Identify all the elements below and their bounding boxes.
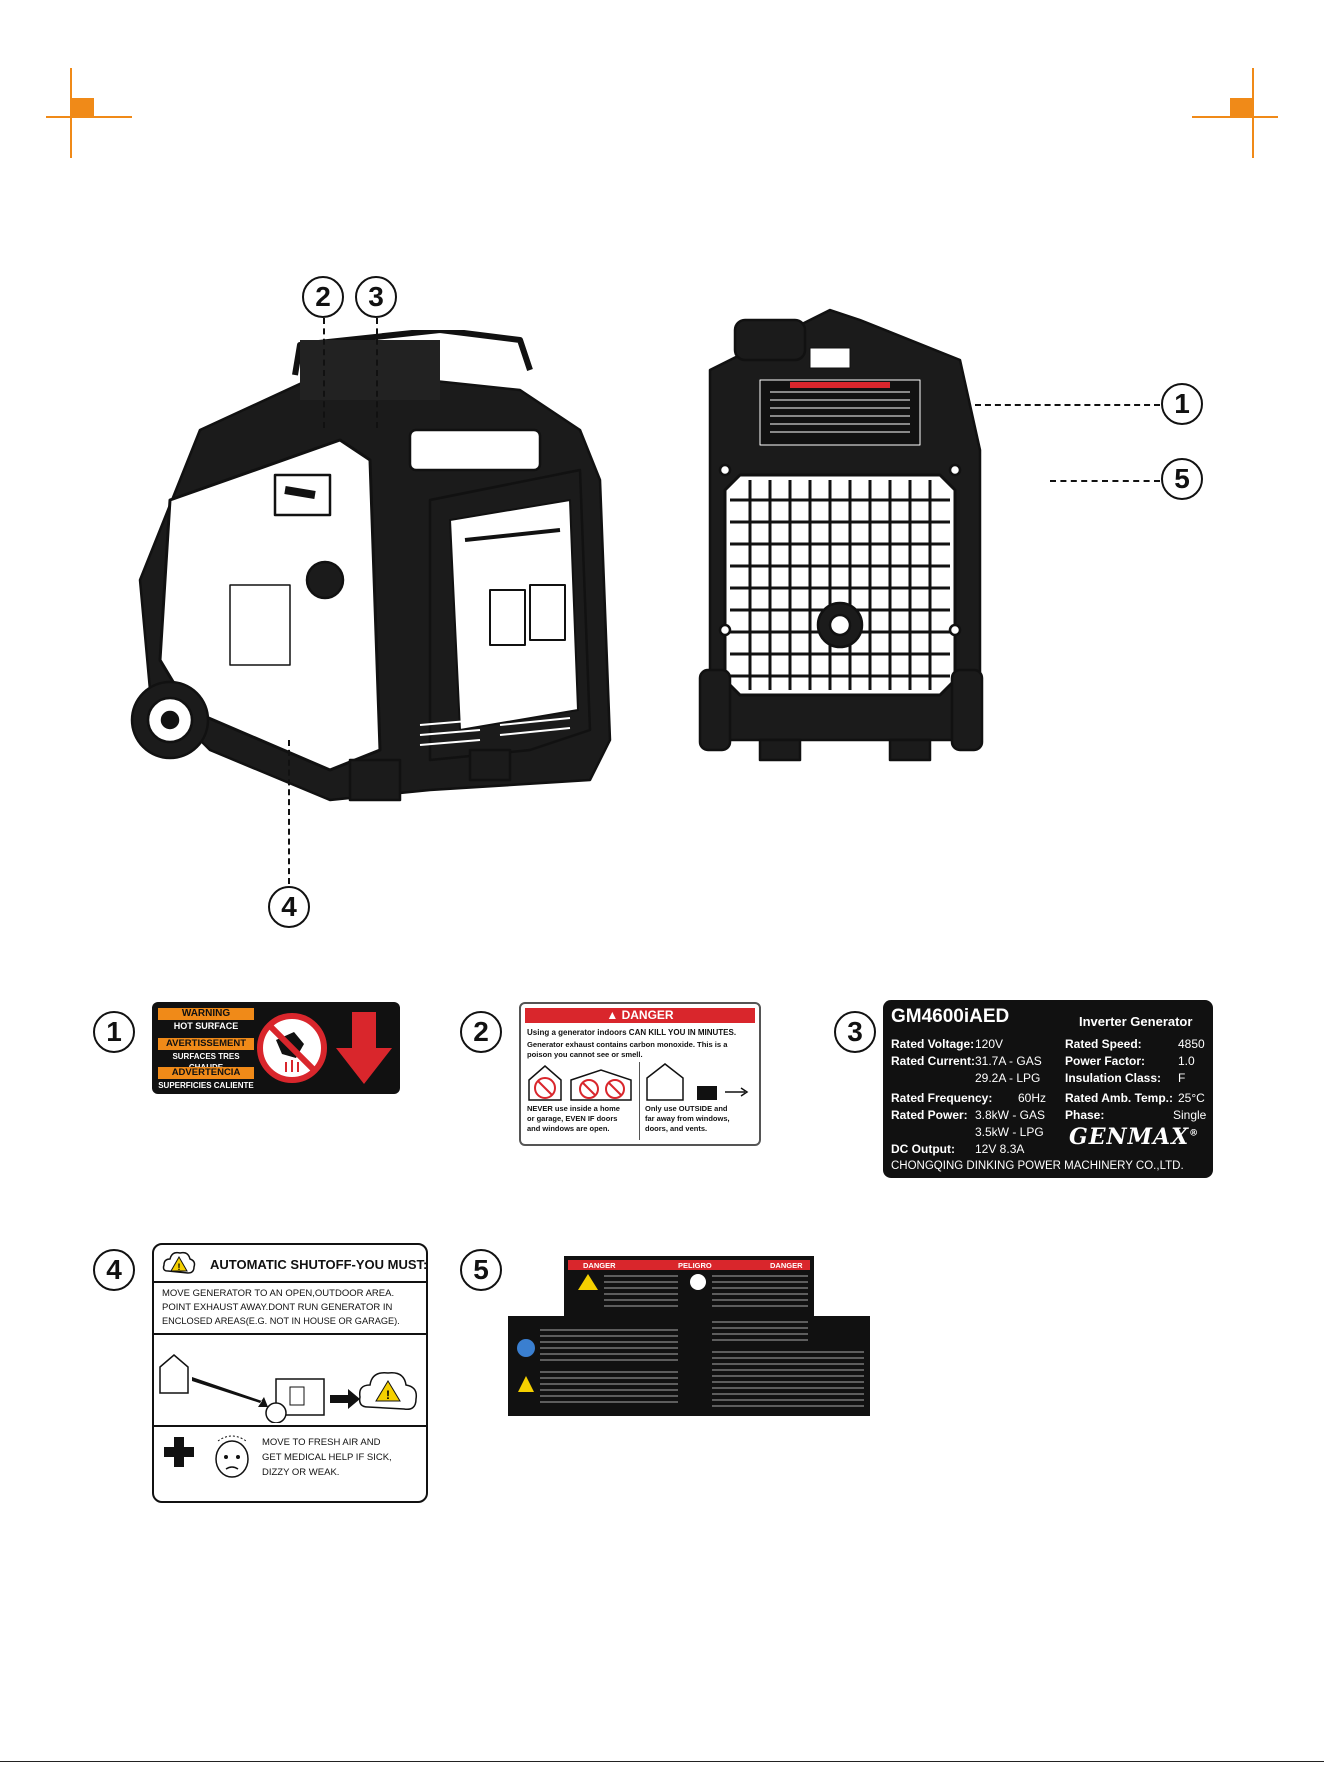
move-generator-illustration: ! <box>159 1354 418 1423</box>
hot-surface-label: WARNING HOT SURFACE AVERTISSEMENT SURFAC… <box>152 1002 400 1094</box>
co-danger-label: ▲ DANGER Using a generator indoors CAN K… <box>519 1002 761 1146</box>
dc-output-key: DC Output: <box>891 1142 955 1156</box>
never-line-3: and windows are open. <box>527 1124 610 1133</box>
rated-power-key: Rated Power: <box>891 1108 968 1122</box>
no-touch-icon <box>257 1013 327 1083</box>
dc-output-value: 12V 8.3A <box>975 1142 1025 1156</box>
divider <box>154 1333 426 1335</box>
insulation-class-key: Insulation Class: <box>1065 1071 1162 1085</box>
never-line-2: or garage, EVEN IF doors <box>527 1114 618 1123</box>
read-manual-icon <box>517 1339 535 1357</box>
danger-header-text: DANGER <box>621 1008 674 1022</box>
divider <box>639 1062 640 1140</box>
phase-value: Single <box>1173 1108 1207 1122</box>
avertissement-tag: AVERTISSEMENT <box>158 1038 254 1050</box>
label-number-2: 2 <box>460 1011 502 1053</box>
amb-temp-value: 25°C <box>1178 1091 1205 1105</box>
shock-warning-icon <box>518 1376 534 1392</box>
superficies-text: SUPERFICIES CALIENTE <box>158 1081 254 1090</box>
hot-surface-text: HOT SURFACE <box>173 1021 239 1031</box>
rated-voltage-value: 120V <box>975 1037 1004 1051</box>
phase-key: Phase: <box>1065 1108 1105 1122</box>
advertencia-tag: ADVERTENCIA <box>158 1067 254 1079</box>
leader-line-4 <box>288 740 290 884</box>
dizzy-face-icon <box>215 1435 249 1478</box>
registered-mark: ® <box>1189 1128 1200 1139</box>
danger-header: ▲ DANGER <box>525 1008 755 1023</box>
fresh-air-text-1: MOVE TO FRESH AIR AND <box>262 1437 381 1448</box>
cloud-warning-icon: ! <box>162 1251 196 1274</box>
rated-power-gas: 3.8kW - GAS <box>975 1108 1046 1122</box>
fresh-air-text-3: DIZZY OR WEAK. <box>262 1467 340 1478</box>
leader-line-5 <box>1050 480 1160 482</box>
svg-text:!: ! <box>178 1262 181 1272</box>
amb-temp-key: Rated Amb. Temp.: <box>1065 1091 1174 1105</box>
model-name: GM4600iAED <box>891 1006 1010 1027</box>
fresh-air-text-2: GET MEDICAL HELP IF SICK, <box>262 1452 392 1463</box>
generator-iso-illustration <box>130 330 612 802</box>
callout-2: 2 <box>302 276 344 318</box>
generator-rear-illustration <box>698 308 984 762</box>
only-line-1: Only use OUTSIDE and <box>645 1104 728 1113</box>
callout-3: 3 <box>355 276 397 318</box>
fire-warning-icon <box>578 1274 598 1290</box>
leader-line-1 <box>975 404 1160 406</box>
nameplate-label: GM4600iAED Inverter Generator Rated Volt… <box>883 1000 1213 1178</box>
warning-tag: WARNING <box>158 1008 254 1020</box>
co-line-2: Generator exhaust contains carbon monoxi… <box>527 1040 728 1049</box>
arrow-down-icon <box>336 1012 392 1084</box>
divider <box>154 1425 426 1427</box>
svg-text:!: ! <box>386 1388 390 1402</box>
brand-logo: GENMAX® <box>1069 1124 1199 1150</box>
co-line-3: poison you cannot see or smell. <box>527 1050 643 1059</box>
generator-type: Inverter Generator <box>1079 1014 1193 1029</box>
callout-4: 4 <box>268 886 310 928</box>
danger-en-1: DANGER <box>583 1261 616 1270</box>
rated-speed-value: 4850 <box>1178 1037 1205 1051</box>
auto-shutoff-label: ! AUTOMATIC SHUTOFF-YOU MUST: MOVE GENER… <box>152 1243 428 1503</box>
power-factor-value: 1.0 <box>1178 1054 1195 1068</box>
rated-voltage-key: Rated Voltage: <box>891 1037 975 1051</box>
power-factor-key: Power Factor: <box>1065 1054 1146 1068</box>
rated-power-lpg: 3.5kW - LPG <box>975 1125 1044 1139</box>
leader-line-2 <box>323 318 325 428</box>
warning-triangle-icon: ▲ <box>606 1008 622 1022</box>
shutoff-text-1: MOVE GENERATOR TO AN OPEN,OUTDOOR AREA. <box>162 1288 395 1299</box>
multilingual-danger-label: DANGER PELIGRO DANGER <box>508 1256 870 1416</box>
house-garage-icon <box>528 1065 632 1101</box>
never-line-1: NEVER use inside a home <box>527 1104 620 1113</box>
divider <box>154 1281 426 1283</box>
rated-frequency-value: 60Hz <box>1018 1091 1047 1105</box>
callout-5: 5 <box>1161 458 1203 500</box>
danger-fr: DANGER <box>770 1261 803 1270</box>
callout-1: 1 <box>1161 383 1203 425</box>
surfaces-text: SURFACES TRES CHAUDE <box>172 1052 240 1072</box>
rated-current-key: Rated Current: <box>891 1054 976 1068</box>
shutoff-text-3: ENCLOSED AREAS(E.G. NOT IN HOUSE OR GARA… <box>162 1316 400 1326</box>
shutoff-text-2: POINT EXHAUST AWAY.DONT RUN GENERATOR IN <box>162 1302 393 1313</box>
manufacturer: CHONGQING DINKING POWER MACHINERY CO.,LT… <box>891 1160 1184 1172</box>
label-number-1: 1 <box>93 1011 135 1053</box>
rated-current-lpg: 29.2A - LPG <box>975 1071 1041 1085</box>
co-line-1: Using a generator indoors CAN KILL YOU I… <box>527 1028 737 1037</box>
label-number-4: 4 <box>93 1249 135 1291</box>
no-water-icon <box>690 1274 706 1290</box>
brand-text: GENMAX <box>1069 1124 1190 1150</box>
label-number-5: 5 <box>460 1249 502 1291</box>
insulation-class-value: F <box>1178 1071 1186 1085</box>
peligro: PELIGRO <box>678 1261 712 1270</box>
outdoor-icon <box>646 1063 749 1101</box>
bottom-rule <box>0 1761 1324 1762</box>
rated-frequency-key: Rated Frequency: <box>891 1091 993 1105</box>
only-line-3: doors, and vents. <box>645 1124 708 1133</box>
medical-cross-icon <box>164 1437 194 1467</box>
leader-line-3 <box>376 318 378 428</box>
shutoff-title: AUTOMATIC SHUTOFF-YOU MUST: <box>210 1257 428 1272</box>
rated-speed-key: Rated Speed: <box>1065 1037 1142 1051</box>
rated-current-gas: 31.7A - GAS <box>975 1054 1042 1068</box>
label-number-3: 3 <box>834 1011 876 1053</box>
only-line-2: far away from windows, <box>645 1114 730 1123</box>
